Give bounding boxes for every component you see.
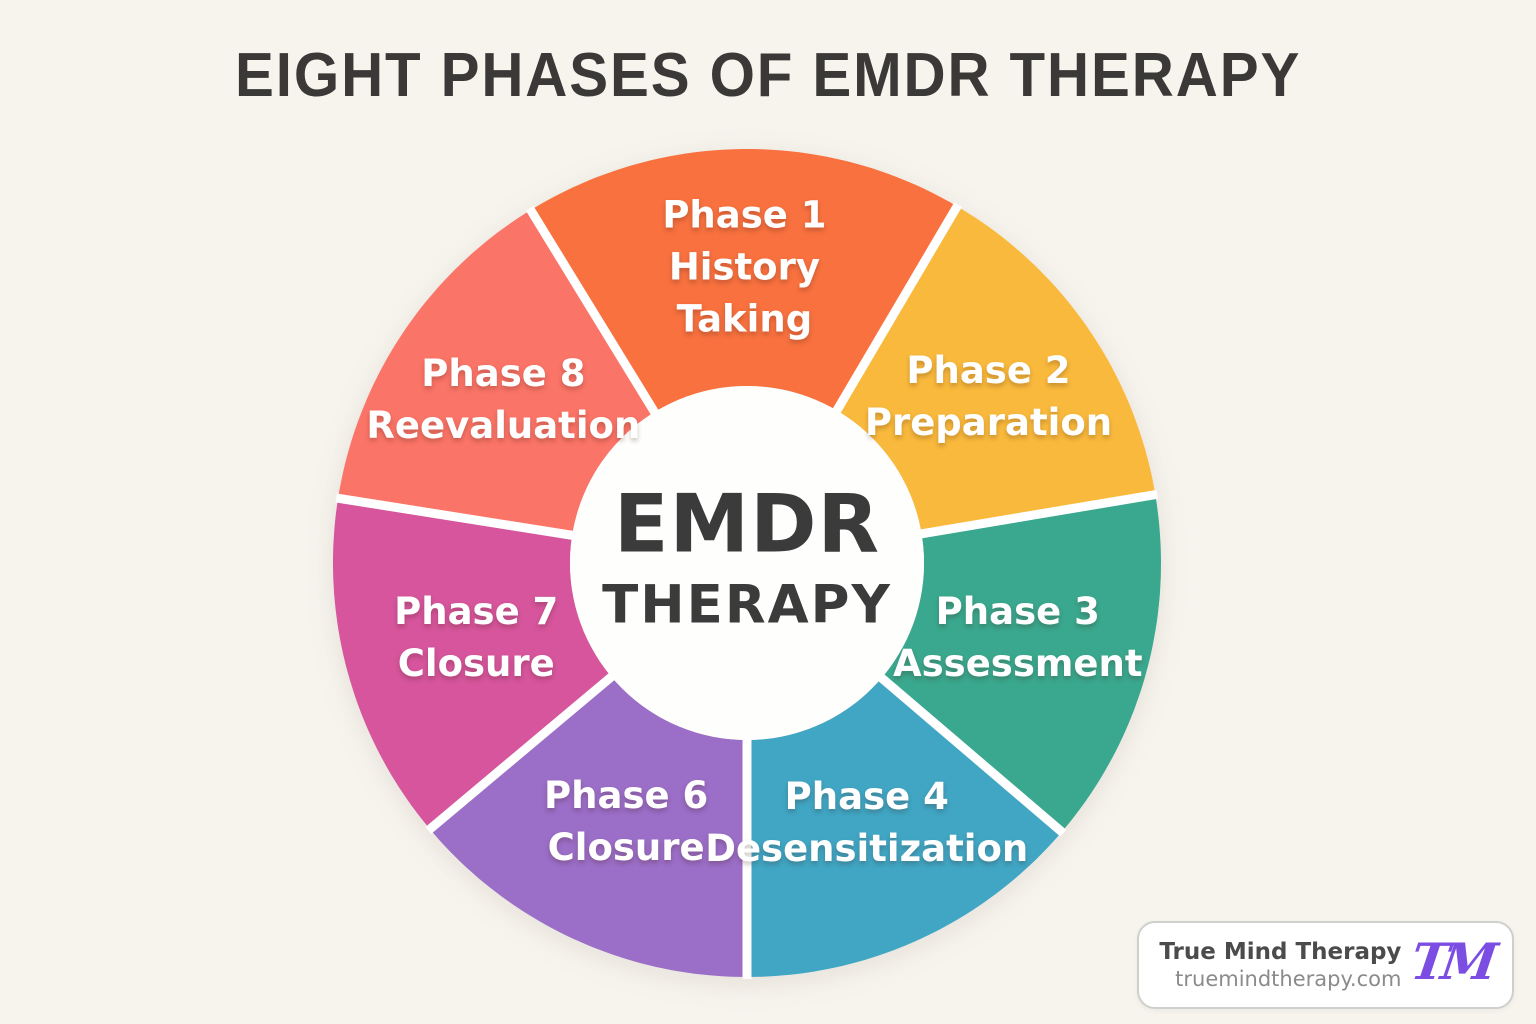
page-title: EIGHT PHASES OF EMDR THERAPY xyxy=(0,40,1536,111)
phase-number: Phase 2 xyxy=(906,349,1071,393)
phase-name: Preparation xyxy=(864,401,1113,445)
segment-divider xyxy=(425,669,619,834)
segment-label-phase-2: Phase 2 Preparation xyxy=(865,345,1112,449)
segment-divider xyxy=(829,202,963,418)
segment-phase-4 xyxy=(747,678,1062,977)
phase-number: Phase 7 xyxy=(394,590,559,634)
phase-number: Phase 6 xyxy=(544,774,709,818)
brand-badge: True Mind Therapy truemindtherapy.com TM xyxy=(1137,921,1514,1009)
brand-monogram-logo: TM xyxy=(1407,932,1495,991)
segment-label-phase-8: Phase 8 Reevaluation xyxy=(366,348,640,452)
wheel-center-label: EMDR THERAPY xyxy=(602,477,892,636)
phase-number: Phase 1 xyxy=(662,193,827,237)
segment-label-phase-1: Phase 1 History Taking xyxy=(624,189,864,344)
phase-name: History Taking xyxy=(668,245,820,340)
segment-label-phase-4: Phase 4 Desensitization xyxy=(705,771,1028,875)
segment-phase-1 xyxy=(530,149,958,413)
segment-divider xyxy=(525,205,662,420)
segment-divider xyxy=(335,493,579,541)
phase-number: Phase 8 xyxy=(421,352,586,396)
segment-phase-6 xyxy=(429,676,747,977)
phase-name: Assessment xyxy=(893,642,1143,686)
brand-text-block: True Mind Therapy truemindtherapy.com xyxy=(1159,938,1401,993)
center-title: EMDR xyxy=(613,477,881,571)
segment-label-phase-7: Phase 7 Closure xyxy=(394,586,558,690)
phase-number: Phase 4 xyxy=(784,774,949,818)
center-subtitle: THERAPY xyxy=(602,574,892,636)
page-title-text: EIGHT PHASES OF EMDR THERAPY xyxy=(234,41,1302,110)
segment-divider xyxy=(914,489,1159,540)
center-disc xyxy=(570,386,924,740)
brand-name: True Mind Therapy xyxy=(1159,938,1402,965)
phase-name: Reevaluation xyxy=(366,404,641,448)
phase-name: Closure xyxy=(397,642,555,686)
phase-number: Phase 3 xyxy=(935,590,1100,634)
brand-website: truemindtherapy.com xyxy=(1175,967,1402,992)
segment-phase-2 xyxy=(836,206,1156,534)
segment-phase-7 xyxy=(333,498,612,830)
phase-name: Closure xyxy=(547,826,705,870)
phase-name: Desensitization xyxy=(705,826,1029,870)
segment-label-phase-3: Phase 3 Assessment xyxy=(893,586,1143,690)
segment-phase-3 xyxy=(881,494,1161,832)
segment-label-phase-6: Phase 6 Closure xyxy=(544,770,708,874)
segment-divider xyxy=(874,670,1067,837)
